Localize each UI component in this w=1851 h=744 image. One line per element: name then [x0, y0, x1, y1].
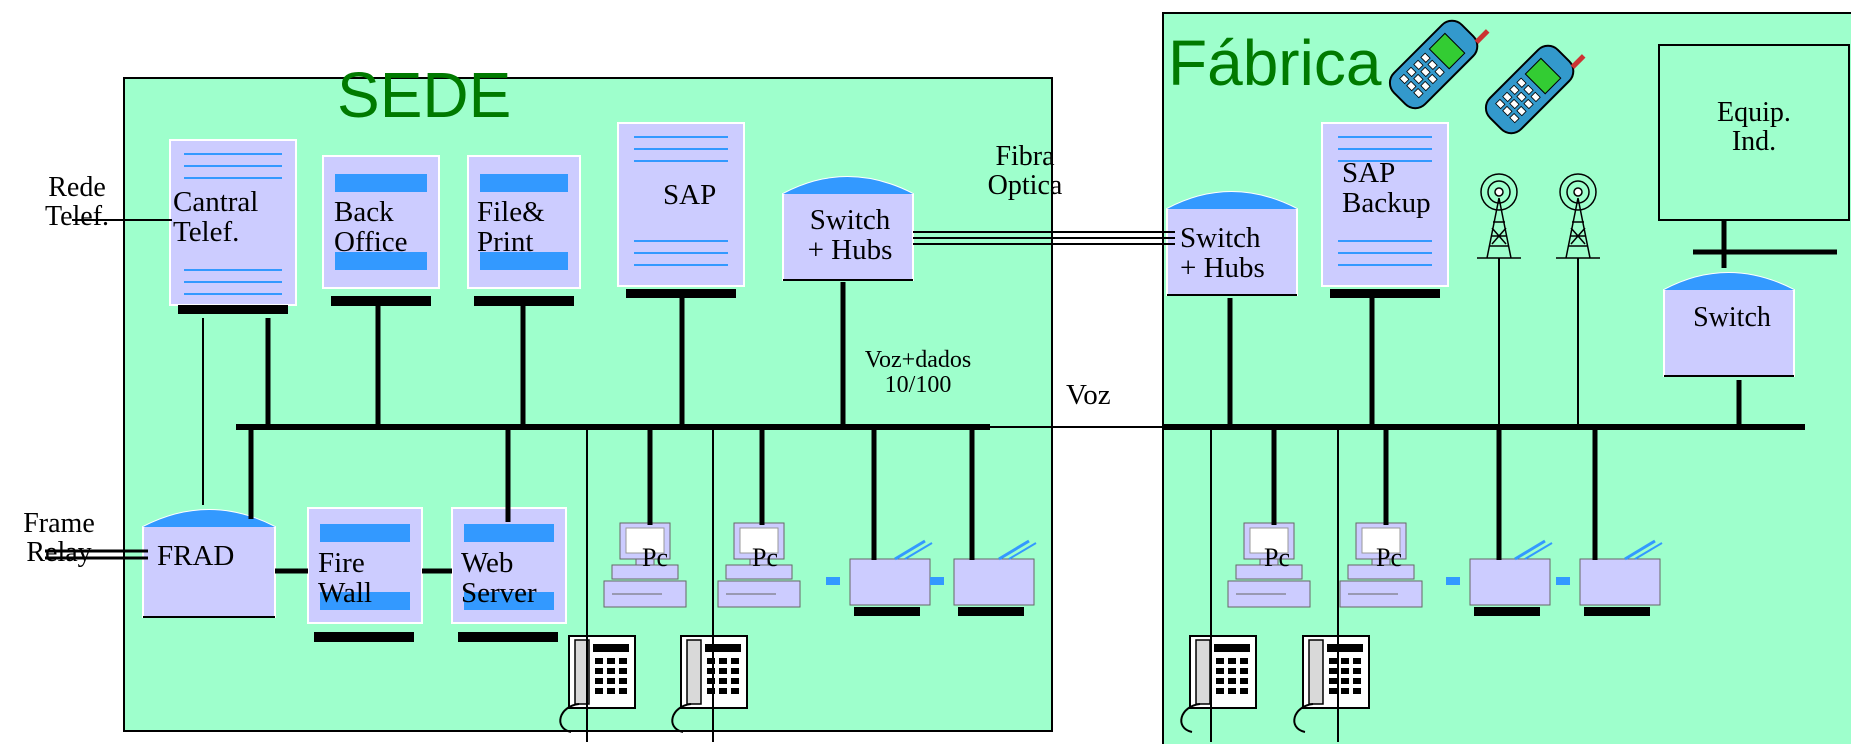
sede-title: SEDE	[337, 59, 512, 131]
voz-label: Voz	[1066, 379, 1111, 411]
file-print-label: File&Print	[477, 196, 545, 259]
fabrica-switch-icon	[1663, 272, 1795, 377]
web-server-icon	[451, 507, 567, 642]
fabrica-pc-1-label: Pc	[1264, 543, 1290, 572]
connection-lines	[45, 219, 1837, 742]
fabrica-switch-label: Switch	[1693, 302, 1771, 333]
central-telef-server-icon	[169, 139, 297, 314]
sap-server-icon	[617, 122, 745, 298]
frad-icon	[142, 509, 276, 618]
equip-ind-box	[1658, 44, 1850, 221]
sede-pc-2-label: Pc	[752, 543, 778, 572]
fabrica-switch-hubs-icon	[1166, 191, 1298, 296]
fabrica-switch-hubs-label: Switch+ Hubs	[1180, 222, 1265, 285]
fabrica-pc-2-label: Pc	[1376, 543, 1402, 572]
sap-label: SAP	[663, 179, 717, 211]
sede-switch-label: Switch+ Hubs	[807, 204, 893, 267]
frad-label: FRAD	[157, 540, 235, 572]
equip-ind-label: Equip.Ind.	[1717, 97, 1791, 158]
fire-wall-server-icon	[307, 507, 423, 642]
sede-pc-1-label: Pc	[642, 543, 668, 572]
back-office-server-icon	[322, 155, 440, 306]
sede-switch-icon	[782, 176, 914, 281]
fabrica-title: Fábrica	[1168, 27, 1382, 99]
sap-backup-server-icon	[1321, 122, 1449, 298]
file-print-server-icon	[467, 155, 581, 306]
